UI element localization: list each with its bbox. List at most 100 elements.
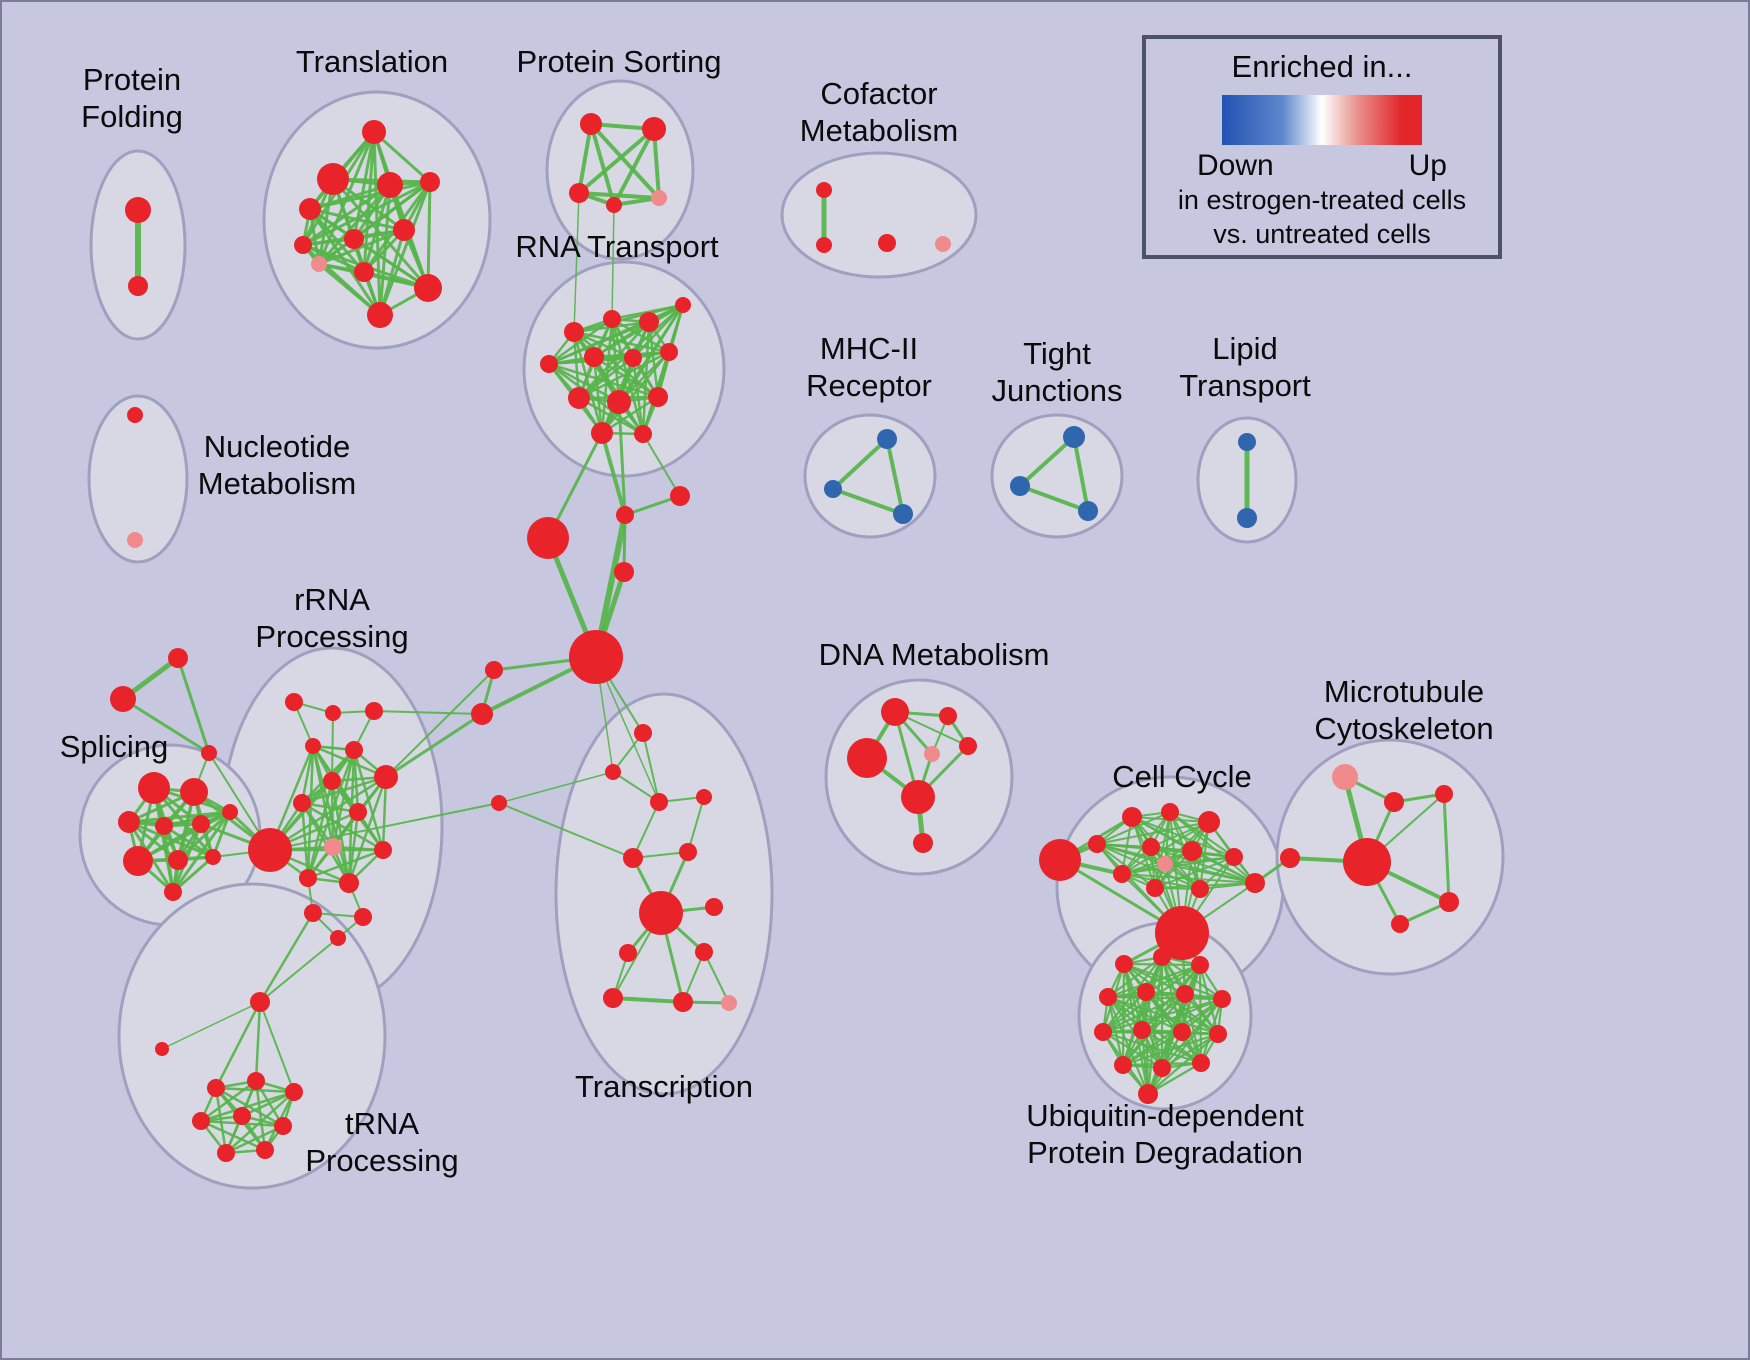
network-node-mh3 — [893, 504, 913, 524]
network-edge — [1144, 963, 1202, 994]
network-edge — [214, 1086, 228, 1155]
network-node-cc9 — [1146, 879, 1164, 897]
network-edge — [577, 350, 671, 400]
network-node-d5 — [959, 737, 977, 755]
network-node-u4 — [1099, 988, 1117, 1006]
network-node-u8 — [1094, 1023, 1112, 1041]
network-node-r15 — [354, 908, 372, 926]
network-node-s5 — [192, 815, 210, 833]
network-node-rt13 — [634, 425, 652, 443]
network-edge — [1146, 997, 1224, 1096]
network-node-mh1 — [877, 429, 897, 449]
network-node-tp8 — [256, 1141, 274, 1159]
network-node-t9 — [311, 256, 327, 272]
network-node-tpL — [155, 1042, 169, 1056]
network-edge — [330, 779, 351, 885]
legend-gradient-bar — [1222, 95, 1422, 145]
network-node-r16 — [330, 930, 346, 946]
cluster-label-protein-sorting: Protein Sorting — [516, 44, 721, 79]
network-node-r3 — [365, 702, 383, 720]
network-node-h3 — [471, 703, 493, 725]
cluster-ellipse-nucleotide-metabolism — [87, 394, 189, 564]
network-edge — [1106, 995, 1184, 1034]
network-node-mt4 — [1391, 915, 1409, 933]
network-node-tp5 — [233, 1107, 251, 1125]
network-node-tp7 — [217, 1144, 235, 1162]
legend-caption-line2: vs. untreated cells — [1213, 219, 1431, 249]
network-node-t1 — [362, 120, 386, 144]
network-node-tj3 — [1078, 501, 1098, 521]
network-edge — [1160, 1032, 1220, 1070]
network-node-ps1 — [580, 113, 602, 135]
network-node-s2 — [180, 778, 208, 806]
network-node-ccp — [1157, 856, 1173, 872]
network-node-ps2 — [642, 117, 666, 141]
network-edge — [1122, 962, 1224, 1001]
network-edge — [1146, 1061, 1203, 1096]
cluster-ellipse-cofactor-metabolism — [780, 151, 978, 279]
network-node-rt12 — [591, 422, 613, 444]
network-edge — [1140, 1028, 1150, 1096]
network-edge — [258, 911, 315, 1004]
network-node-r14 — [304, 904, 322, 922]
network-node-tx9 — [695, 943, 713, 961]
network-edge — [1169, 811, 1256, 884]
network-edge — [831, 437, 889, 491]
network-node-mt2 — [1435, 785, 1453, 803]
network-edge — [1106, 995, 1224, 1001]
network-edge — [352, 237, 430, 290]
network-node-mt1 — [1384, 792, 1404, 812]
network-edge — [224, 1090, 296, 1155]
network-node-s10 — [164, 883, 182, 901]
network-edge — [1140, 992, 1187, 1032]
network-edge — [1144, 990, 1220, 1036]
network-node-t2 — [317, 163, 349, 195]
network-node-r9 — [349, 803, 367, 821]
network-node-tp6 — [274, 1117, 292, 1135]
network-edge — [372, 130, 432, 184]
network-node-pf2 — [128, 276, 148, 296]
network-node-cc6 — [1182, 841, 1202, 861]
network-node-rt1 — [564, 322, 584, 342]
network-edge — [1121, 850, 1193, 875]
network-edge — [1106, 963, 1202, 999]
network-edge — [612, 127, 656, 207]
network-edge — [642, 433, 681, 497]
network-node-cc3 — [1198, 811, 1220, 833]
network-node-r8 — [293, 794, 311, 812]
network-node-s1 — [138, 772, 170, 804]
network-node-cf1 — [816, 182, 832, 198]
network-node-tx12 — [721, 995, 737, 1011]
cluster-label-cell-cycle: Cell Cycle — [1112, 759, 1252, 794]
network-node-cf2 — [816, 237, 832, 253]
network-node-s7 — [123, 846, 153, 876]
network-node-u11 — [1209, 1025, 1227, 1043]
network-edge — [600, 350, 671, 435]
network-node-t11 — [414, 274, 442, 302]
network-edge — [600, 395, 660, 435]
network-edge — [610, 317, 671, 354]
network-edge — [1018, 435, 1076, 488]
network-node-d3 — [847, 738, 887, 778]
network-node-nm1 — [127, 407, 143, 423]
network-edge — [642, 732, 660, 803]
network-node-r5 — [345, 741, 363, 759]
network-edge — [259, 937, 339, 1003]
network-edge — [1199, 821, 1210, 890]
network-edge — [330, 779, 335, 849]
cluster-label-translation: Translation — [296, 44, 448, 79]
network-node-tg1 — [168, 648, 188, 668]
network-edge — [1121, 873, 1256, 884]
network-edge — [1018, 484, 1090, 513]
network-node-h2 — [485, 661, 503, 679]
network-node-tx3 — [650, 793, 668, 811]
network-node-t7 — [344, 229, 364, 249]
network-edge — [224, 1124, 285, 1155]
network-edge — [211, 810, 232, 859]
network-edge — [317, 228, 406, 266]
network-node-d7 — [913, 833, 933, 853]
network-node-rt4 — [675, 297, 691, 313]
